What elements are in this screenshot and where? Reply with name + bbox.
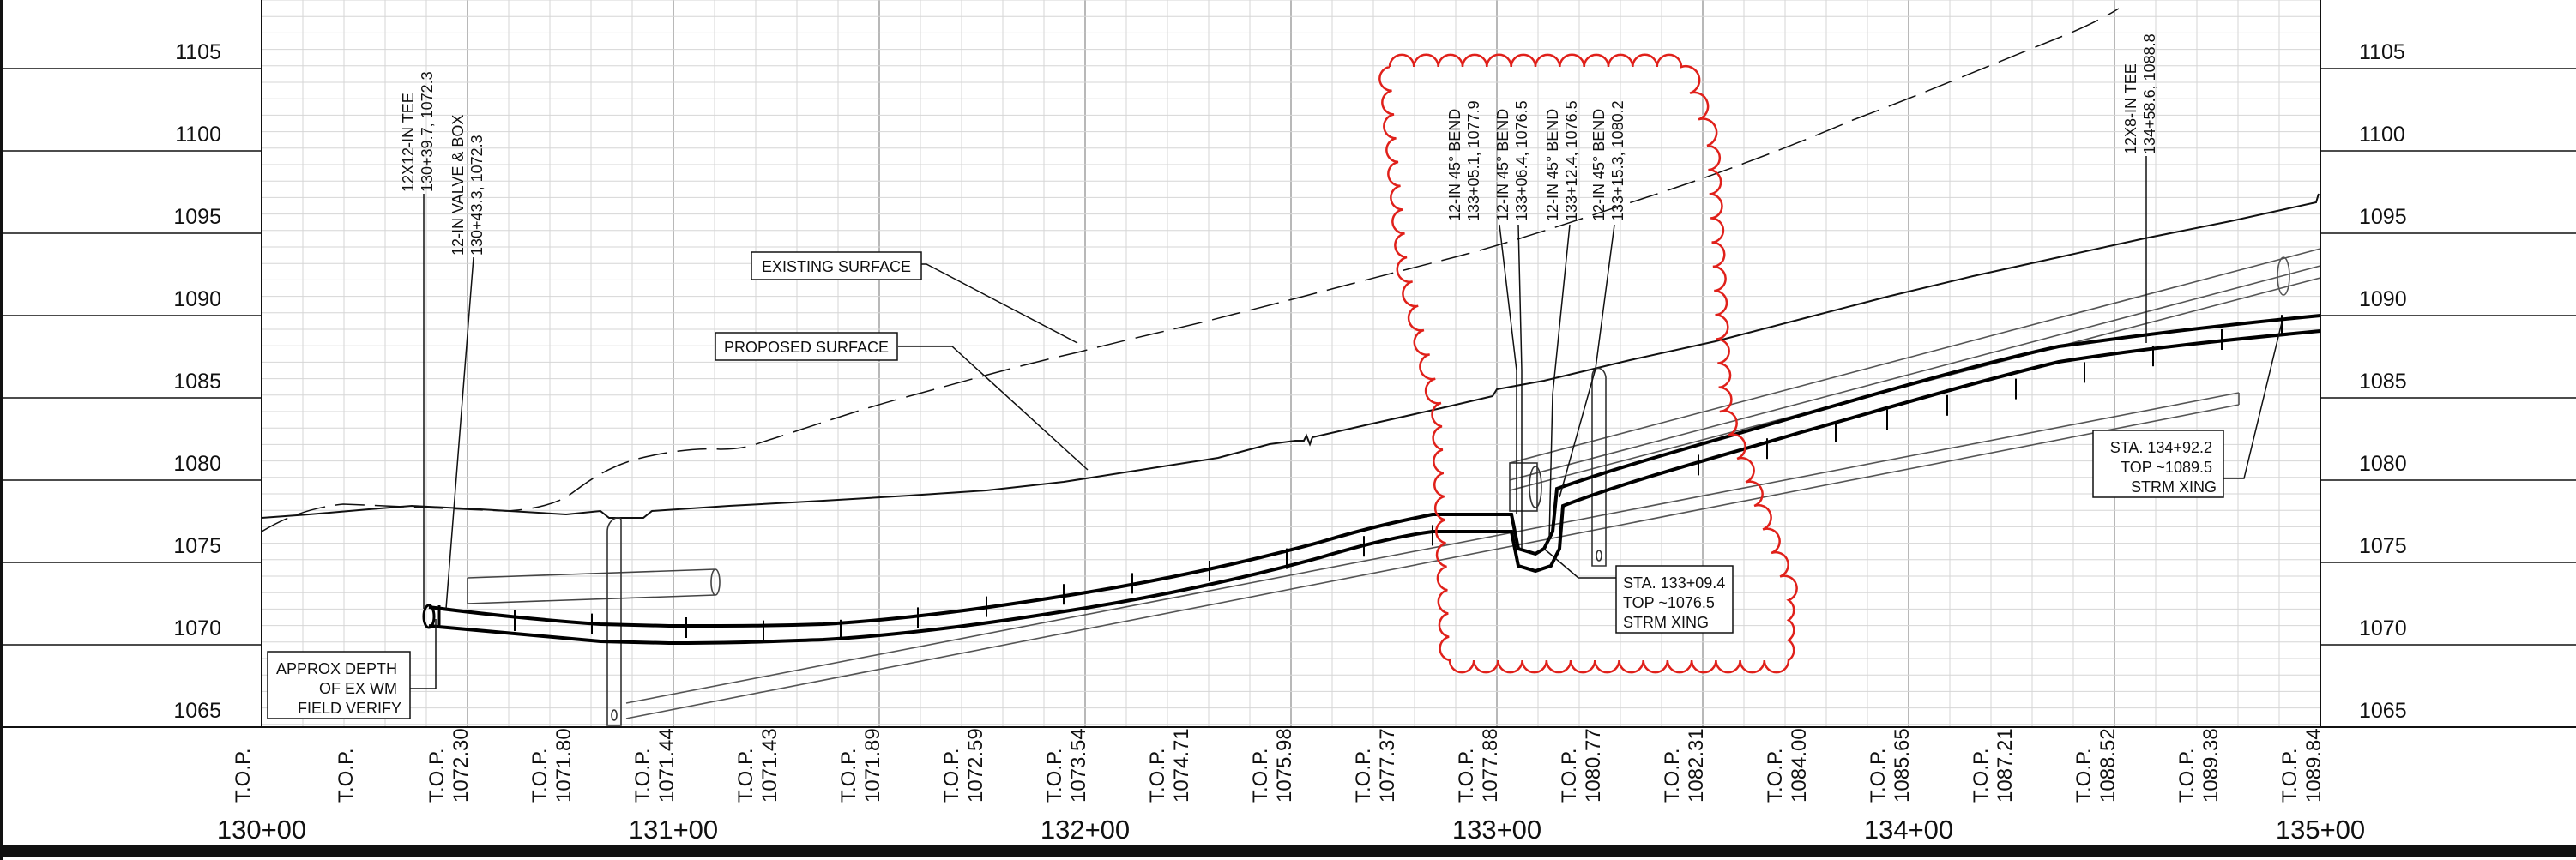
callout-leaders [403,156,2283,689]
top-of-pipe-label: T.O.P.1085.65 [1867,728,1914,803]
proposed-water-main [428,314,2321,646]
elevation-label-left: 1090 [173,287,221,311]
station-label: 131+00 [629,815,718,845]
storm-pipe-lower [625,392,2240,719]
top-of-pipe-label: T.O.P.1077.88 [1455,728,1502,803]
left-tee-end [422,604,441,629]
existing-water-main [467,568,721,604]
elevation-label-left: 1080 [173,452,221,476]
top-of-pipe-label: T.O.P.1088.52 [2072,728,2120,803]
elevation-label-right: 1070 [2359,616,2407,640]
top-of-pipe-label: T.O.P.1080.77 [1558,728,1605,803]
station-axis-labels: 130+00 131+00 132+00 133+00 134+00 135+0… [217,815,2365,845]
top-of-pipe-label: T.O.P.1089.84 [2278,728,2326,803]
proposed-surface-line [261,193,2320,519]
station-label: 133+00 [1452,815,1541,845]
elevation-label-left: 1095 [173,205,221,229]
station-label: 134+00 [1864,815,1953,845]
callout-bend-4: 12-IN 45° BEND 133+15.3, 1080.2 [1590,100,1626,221]
proposed-surface-label: PROPOSED SURFACE [715,332,898,361]
station-label: 132+00 [1041,815,1130,845]
top-of-pipe-label: T.O.P.1089.38 [2175,728,2223,803]
top-of-pipe-label: T.O.P.1087.21 [1970,728,2017,803]
revision-cloud [1378,53,1798,674]
pipe-joints [514,315,2283,641]
elevation-label-right: 1100 [2359,123,2405,147]
top-of-pipe-label: T.O.P.1072.30 [425,728,473,803]
elevation-label-left: 1100 [175,123,221,147]
callout-tee-left: 12X12-IN TEE 130+39.7, 1072.3 [400,71,436,192]
top-of-pipe-label: T.O.P.1071.43 [734,728,781,803]
callout-bend-2: 12-IN 45° BEND 133+06.4, 1076.5 [1494,100,1530,221]
storm-structure-right [1509,367,1607,567]
top-of-pipe-label: T.O.P.1075.98 [1249,728,1296,803]
svg-text:APPROX DEPTH OF EX WM: APPROX DEPTH OF EX WM FIELD VERIFY [276,660,401,717]
elevation-label-right: 1095 [2359,205,2407,229]
callout-valve-box: 12-IN VALVE & BOX 130+43.3, 1072.3 [449,111,486,256]
callout-tee-right: 12X8-IN TEE 134+58.6, 1088.8 [2122,33,2158,154]
note-strm-xing-2: STA. 134+92.2 TOP ~1089.5 STRM XING [2092,430,2224,498]
callout-bend-1: 12-IN 45° BEND 133+05.1, 1077.9 [1446,100,1482,221]
top-of-pipe-label: T.O.P.1074.71 [1146,728,1193,803]
elevation-label-left: 1065 [173,699,221,723]
note-strm-xing-1: STA. 133+09.4 TOP ~1076.5 STRM XING [1615,565,1734,634]
elevation-label-right: 1105 [2359,40,2405,64]
top-of-pipe-label: T.O.P.1082.31 [1661,728,1708,803]
note-approx-depth: APPROX DEPTH OF EX WM FIELD VERIFY [267,651,411,719]
storm-structure-left [606,516,622,726]
top-of-pipe-labels: T.O.P. T.O.P. T.O.P.1072.30 T.O.P.1071.80 T.… [232,728,2326,803]
svg-text:PROPOSED SURFACE: PROPOSED SURFACE [724,339,889,356]
top-of-pipe-label: T.O.P.1071.89 [837,728,884,803]
top-of-pipe-label: T.O.P.1084.00 [1764,728,1811,803]
svg-text:EXISTING SURFACE: EXISTING SURFACE [762,258,911,275]
elevation-label-left: 1085 [173,370,221,394]
callout-bend-3: 12-IN 45° BEND 133+12.4, 1076.5 [1544,100,1580,221]
elevation-label-right: 1075 [2359,534,2407,558]
top-of-pipe-label: T.O.P. [335,748,358,803]
station-label: 130+00 [217,815,306,845]
elevation-label-right: 1090 [2359,287,2407,311]
top-of-pipe-label: T.O.P.1072.59 [940,728,987,803]
elevation-label-right: 1080 [2359,452,2407,476]
elevation-label-right: 1065 [2359,699,2407,723]
elevation-label-left: 1070 [173,616,221,640]
top-of-pipe-label: T.O.P.1071.80 [528,728,576,803]
svg-text:STA. 134+92.2 TOP ~1089.: STA. 134+92.2 TOP ~1089.5 STRM XING [2110,439,2217,496]
elevation-label-left: 1075 [173,534,221,558]
fitting-callouts: 12X12-IN TEE 130+39.7, 1072.3 12-IN VALV… [400,33,2158,256]
profile-grid [0,0,2576,728]
top-of-pipe-label: T.O.P.1077.37 [1352,728,1399,803]
existing-surface-line [261,8,2120,532]
elevation-label-right: 1085 [2359,370,2407,394]
top-of-pipe-label: T.O.P. [232,748,255,803]
svg-text:STA. 133+09.4 TOP ~1076.: STA. 133+09.4 TOP ~1076.5 STRM XING [1623,574,1729,631]
elevation-axis-labels: 1105 1100 1095 1090 1085 1080 1075 1070 … [173,40,2406,723]
top-of-pipe-label: T.O.P.1071.44 [631,728,679,803]
station-label: 135+00 [2276,815,2365,845]
existing-surface-label: EXISTING SURFACE [751,251,922,280]
top-of-pipe-label: T.O.P.1073.54 [1043,728,1090,803]
elevation-label-left: 1105 [175,40,221,64]
